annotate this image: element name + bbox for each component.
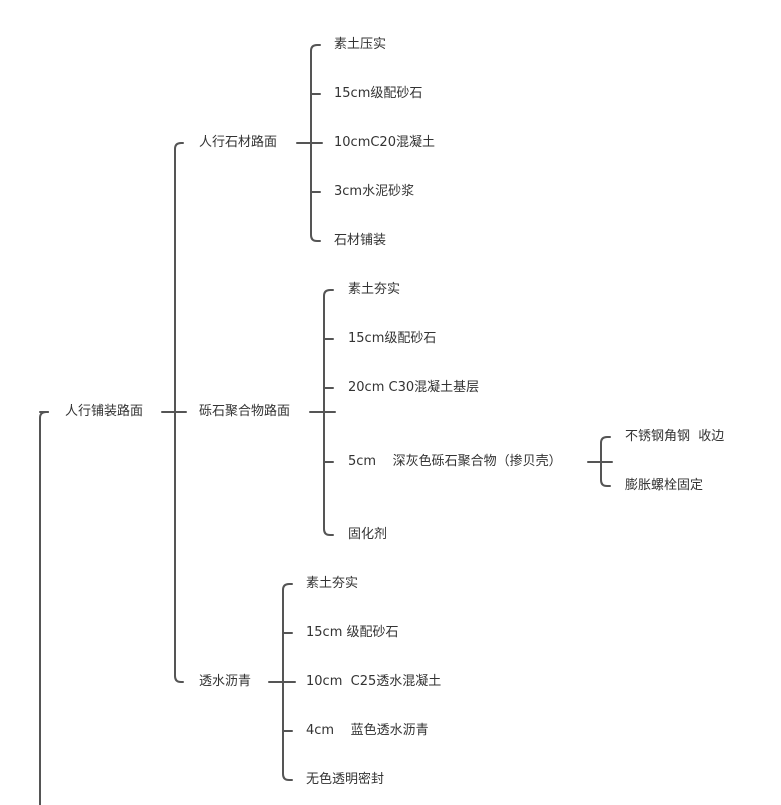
node-stone-paving[interactable]: 人行石材路面 xyxy=(199,135,278,150)
root-spine-line xyxy=(39,411,49,805)
node-stone-layer-5[interactable]: 石材铺装 xyxy=(334,233,387,248)
node-asphalt-layer-1[interactable]: 素土夯实 xyxy=(306,576,359,591)
node-stone-layer-3[interactable]: 10cmC20混凝土 xyxy=(334,135,435,150)
node-gravel-layer-3[interactable]: 20cm C30混凝土基层 xyxy=(348,380,480,395)
node-stone-layer-4[interactable]: 3cm水泥砂浆 xyxy=(334,184,415,199)
branch-2-bracket-line xyxy=(323,289,334,536)
node-stone-layer-2[interactable]: 15cm级配砂石 xyxy=(334,86,423,101)
branch-2-sub-bracket-line xyxy=(600,436,611,487)
node-asphalt-layer-2[interactable]: 15cm 级配砂石 xyxy=(306,625,399,640)
node-root[interactable]: 人行铺装路面 xyxy=(65,404,144,419)
node-gravel-layer-1[interactable]: 素土夯实 xyxy=(348,282,401,297)
node-stone-layer-1[interactable]: 素土压实 xyxy=(334,37,387,52)
node-gravel-layer-2[interactable]: 15cm级配砂石 xyxy=(348,331,437,346)
node-asphalt-layer-5[interactable]: 无色透明密封 xyxy=(306,772,385,787)
node-gravel-edge-2[interactable]: 膨胀螺栓固定 xyxy=(625,478,704,493)
node-asphalt-layer-4[interactable]: 4cm 蓝色透水沥青 xyxy=(306,723,429,738)
node-gravel-layer-4[interactable]: 5cm 深灰色砾石聚合物（掺贝壳） xyxy=(348,454,562,469)
node-gravel-layer-5[interactable]: 固化剂 xyxy=(348,527,388,542)
node-asphalt-layer-3[interactable]: 10cm C25透水混凝土 xyxy=(306,674,442,689)
node-gravel-edge-1[interactable]: 不锈钢角钢 收边 xyxy=(625,429,725,444)
node-permeable-asphalt[interactable]: 透水沥青 xyxy=(199,674,252,689)
node-gravel-polymer[interactable]: 砾石聚合物路面 xyxy=(199,404,291,419)
